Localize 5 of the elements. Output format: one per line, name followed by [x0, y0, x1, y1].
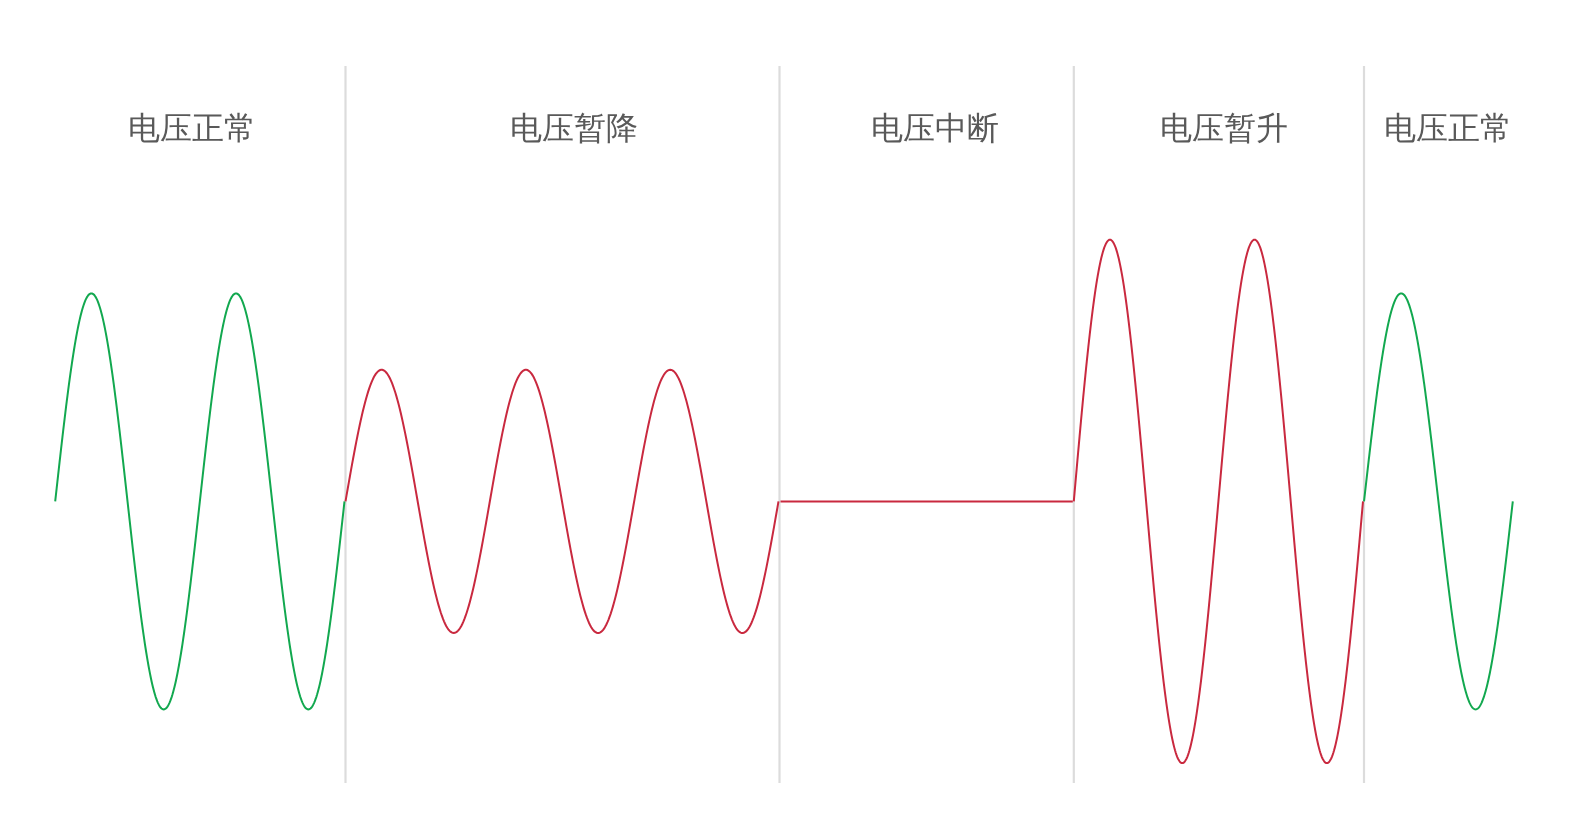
- segment-label: 电压正常: [1383, 108, 1512, 148]
- segment-label: 电压暂降: [509, 108, 638, 148]
- segment-label: 电压中断: [871, 108, 999, 148]
- segment-label: 电压正常: [128, 108, 256, 148]
- segment-label: 电压暂升: [1159, 108, 1288, 148]
